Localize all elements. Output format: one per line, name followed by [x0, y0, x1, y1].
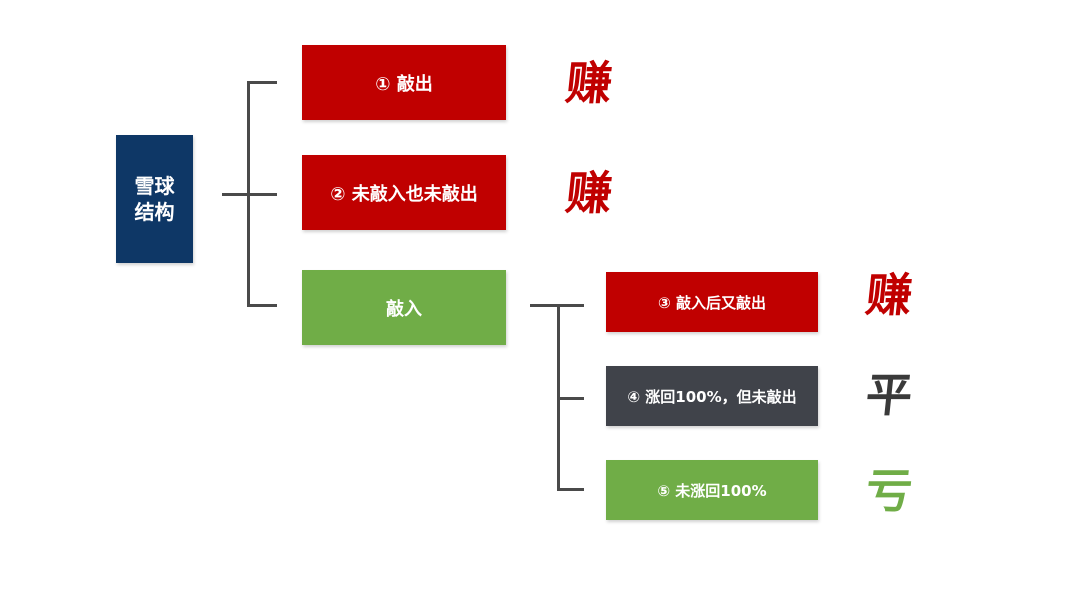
- connector-l2-branch-4: [557, 397, 584, 400]
- connector-l2-branch-3: [557, 304, 584, 307]
- outcome-profit-1: 赚: [563, 56, 615, 110]
- root-node-label-line1: 雪球: [134, 174, 175, 198]
- connector-l1-branch-1: [247, 81, 277, 84]
- node-knock-in-label: 敲入: [386, 298, 422, 320]
- node-knock-in: 敲入: [302, 270, 506, 345]
- connector-knockin-stem: [530, 304, 558, 307]
- node-knock-out: ① 敲出: [302, 45, 506, 120]
- root-node-label-line2: 结构: [134, 200, 175, 224]
- connector-l2-branch-5: [557, 488, 584, 491]
- outcome-profit-3: 赚: [863, 268, 915, 322]
- node-not-recovered-label: ⑤ 未涨回100%: [657, 481, 767, 500]
- node-no-knock-in-no-knock-out: ② 未敲入也未敲出: [302, 155, 506, 230]
- outcome-profit-2: 赚: [563, 166, 615, 220]
- node-recovered-label: ④ 涨回100%，但未敲出: [627, 387, 797, 406]
- outcome-loss: 亏: [863, 464, 915, 518]
- connector-l1-branch-2: [247, 193, 277, 196]
- node-recovered-no-knock-out: ④ 涨回100%，但未敲出: [606, 366, 818, 426]
- connector-root-stem: [222, 193, 248, 196]
- outcome-breakeven: 平: [863, 368, 915, 422]
- node-knock-in-then-knock-out: ③ 敲入后又敲出: [606, 272, 818, 332]
- connector-l1-branch-3: [247, 304, 277, 307]
- node-no-knock-label: ② 未敲入也未敲出: [330, 183, 478, 205]
- node-not-recovered: ⑤ 未涨回100%: [606, 460, 818, 520]
- node-knock-in-then-out-label: ③ 敲入后又敲出: [658, 293, 766, 312]
- node-knock-out-label: ① 敲出: [375, 73, 433, 95]
- root-node-snowball-structure: 雪球 结构: [116, 135, 193, 263]
